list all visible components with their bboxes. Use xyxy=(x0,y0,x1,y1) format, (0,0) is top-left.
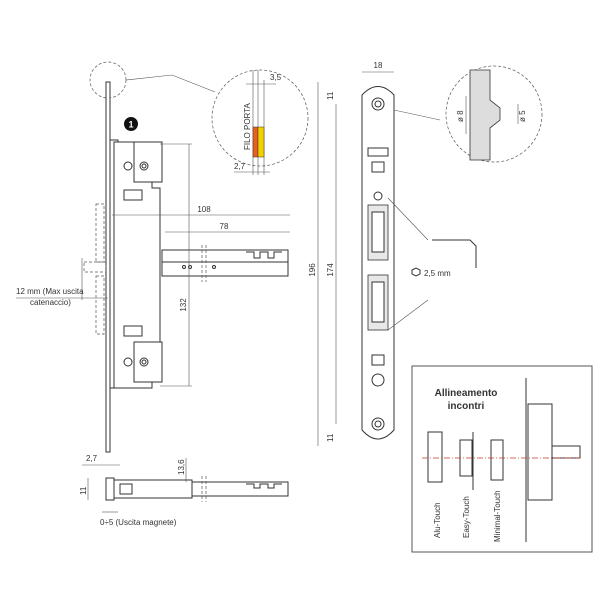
dim-11-top: 11 xyxy=(326,91,335,100)
hex-key-size: 2,5 mm xyxy=(424,269,451,278)
dim-108: 108 xyxy=(197,205,211,214)
bottom-dim-11: 11 xyxy=(79,486,88,495)
orange-profile xyxy=(252,126,259,158)
alignment-title-2: incontri xyxy=(448,401,485,412)
hex-key: 2,5 mm xyxy=(411,239,477,278)
dim-196: 196 xyxy=(308,263,317,277)
bolt-note-line2: catenaccio) xyxy=(30,298,71,307)
badge-1 xyxy=(124,117,138,131)
magnet-note: 0÷5 (Uscita magnete) xyxy=(100,518,177,527)
yellow-profile xyxy=(257,126,265,158)
bolt-note-line1: 12 mm (Max uscita xyxy=(16,287,84,296)
dim-11-bottom: 11 xyxy=(326,433,335,442)
filo-porta-label: FILO PORTA xyxy=(243,103,252,150)
dim-13-6: 13,6 xyxy=(177,459,186,475)
strike-plate-view: 18 196 174 11 11 xyxy=(308,61,441,446)
bottom-dim-2-7: 2,7 xyxy=(86,454,98,463)
door-edge-detail: 3,5 2,7 FILO PORTA xyxy=(211,69,309,175)
label-alu-touch: Alu-Touch xyxy=(433,502,442,538)
dim-78: 78 xyxy=(220,222,229,231)
detail-dim-2-7: 2,7 xyxy=(234,162,246,171)
alignment-box: Allineamento incontri Alu-Touch Easy-Tou… xyxy=(411,365,593,553)
label-easy-touch: Easy-Touch xyxy=(462,496,471,538)
hole-section-detail: ø 8 ø 5 xyxy=(445,65,543,163)
label-minimal-touch: Minimal-Touch xyxy=(493,490,502,542)
alignment-title-1: Allineamento xyxy=(435,388,498,399)
badge-1-label: 1 xyxy=(128,120,133,130)
dia-8: ø 8 xyxy=(456,110,465,122)
lock-side-view: 108 78 132 12 mm (Max uscita catenaccio)… xyxy=(16,61,290,453)
dim-174: 174 xyxy=(326,263,335,277)
dim-132: 132 xyxy=(179,298,188,312)
dim-18: 18 xyxy=(374,61,383,70)
dim-3-5: 3,5 xyxy=(270,73,282,82)
dia-5: ø 5 xyxy=(518,110,527,122)
lock-bottom-view: 2,7 13,6 11 0÷5 (Uscita magnete) xyxy=(79,454,289,527)
